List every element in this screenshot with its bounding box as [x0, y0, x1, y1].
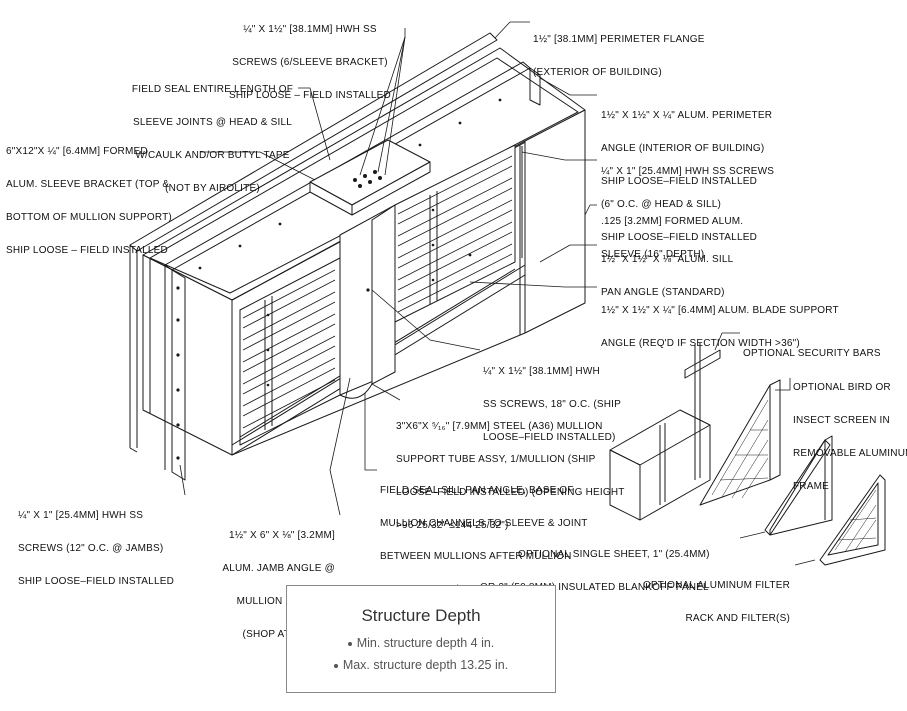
- callout-mullion-tube: 3"x6"x ⁵⁄₁₆" [7.9mm] STEEL (A36) MULLION…: [396, 421, 625, 531]
- callout-field-seal-sleeve: FIELD SEAL ENTIRE LENGTH OF SLEEVE JOINT…: [131, 84, 294, 194]
- callout-screws-mullion: ¼" x 1½" [38.1mm] HWH SS SCREWS, 18" O.C…: [483, 366, 622, 443]
- callout-bird-screen: OPTIONAL BIRD OR INSECT SCREEN IN REMOVA…: [793, 382, 907, 492]
- callout-screws-sleeve-bracket: ¼" x 1½" [38.1mm] HWH SS SCREWS (6/SLEEV…: [229, 24, 391, 101]
- structure-depth-item: Max. structure depth 13.25 in.: [287, 658, 555, 672]
- callout-blade-support: 1½" x 1½" x ¼" [6.4mm] ALUM. BLADE SUPPO…: [601, 305, 839, 349]
- structure-depth-item: Min. structure depth 4 in.: [287, 636, 555, 650]
- bullet-icon: [347, 641, 352, 646]
- leader-lines: [179, 21, 816, 566]
- filter-rack-drawing: [819, 474, 886, 566]
- callout-screws-head-sill: ¼" x 1" [25.4mm] HWH SS SCREWS (6" O.C. …: [601, 166, 775, 243]
- mullion-tube: [339, 204, 396, 399]
- callout-sill-pan-angle: 1½" x 1½" x ⅛" ALUM. SILL PAN ANGLE (STA…: [601, 254, 734, 298]
- sleeve-bracket: [309, 139, 431, 216]
- perimeter-angle: [164, 61, 541, 481]
- structure-depth-title: Structure Depth: [361, 606, 481, 625]
- callout-sleeve-bracket: 6"x12"x ¼" [6.4mm] FORMED ALUM. SLEEVE B…: [6, 146, 172, 256]
- bird-screen-drawing: [699, 379, 781, 506]
- bullet-icon: [333, 663, 338, 668]
- structure-depth-box: Structure Depth Min. structure depth 4 i…: [286, 585, 556, 693]
- screw-dots: [176, 98, 502, 460]
- louver-blades-right: [394, 144, 523, 323]
- callout-filter-rack: OPTIONAL ALUMINUM FILTER RACK AND FILTER…: [642, 580, 790, 624]
- callout-screws-jambs: ¼" x 1" [25.4mm] HWH SS SCREWS (12" O.C.…: [18, 510, 174, 587]
- callout-perimeter-angle: 1½" x 1½" x ¼" ALUM. PERIMETER ANGLE (IN…: [601, 110, 773, 187]
- callout-security-bars: OPTIONAL SECURITY BARS: [743, 348, 881, 359]
- callout-formed-sleeve: .125 [3.2mm] FORMED ALUM. SLEEVE (16" DE…: [601, 216, 744, 260]
- callout-perimeter-flange: 1½" [38.1mm] PERIMETER FLANGE (EXTERIOR …: [533, 34, 705, 78]
- perimeter-flange: [129, 32, 498, 453]
- security-bars-drawing: [609, 343, 721, 521]
- blankoff-panel-drawing: [764, 435, 833, 536]
